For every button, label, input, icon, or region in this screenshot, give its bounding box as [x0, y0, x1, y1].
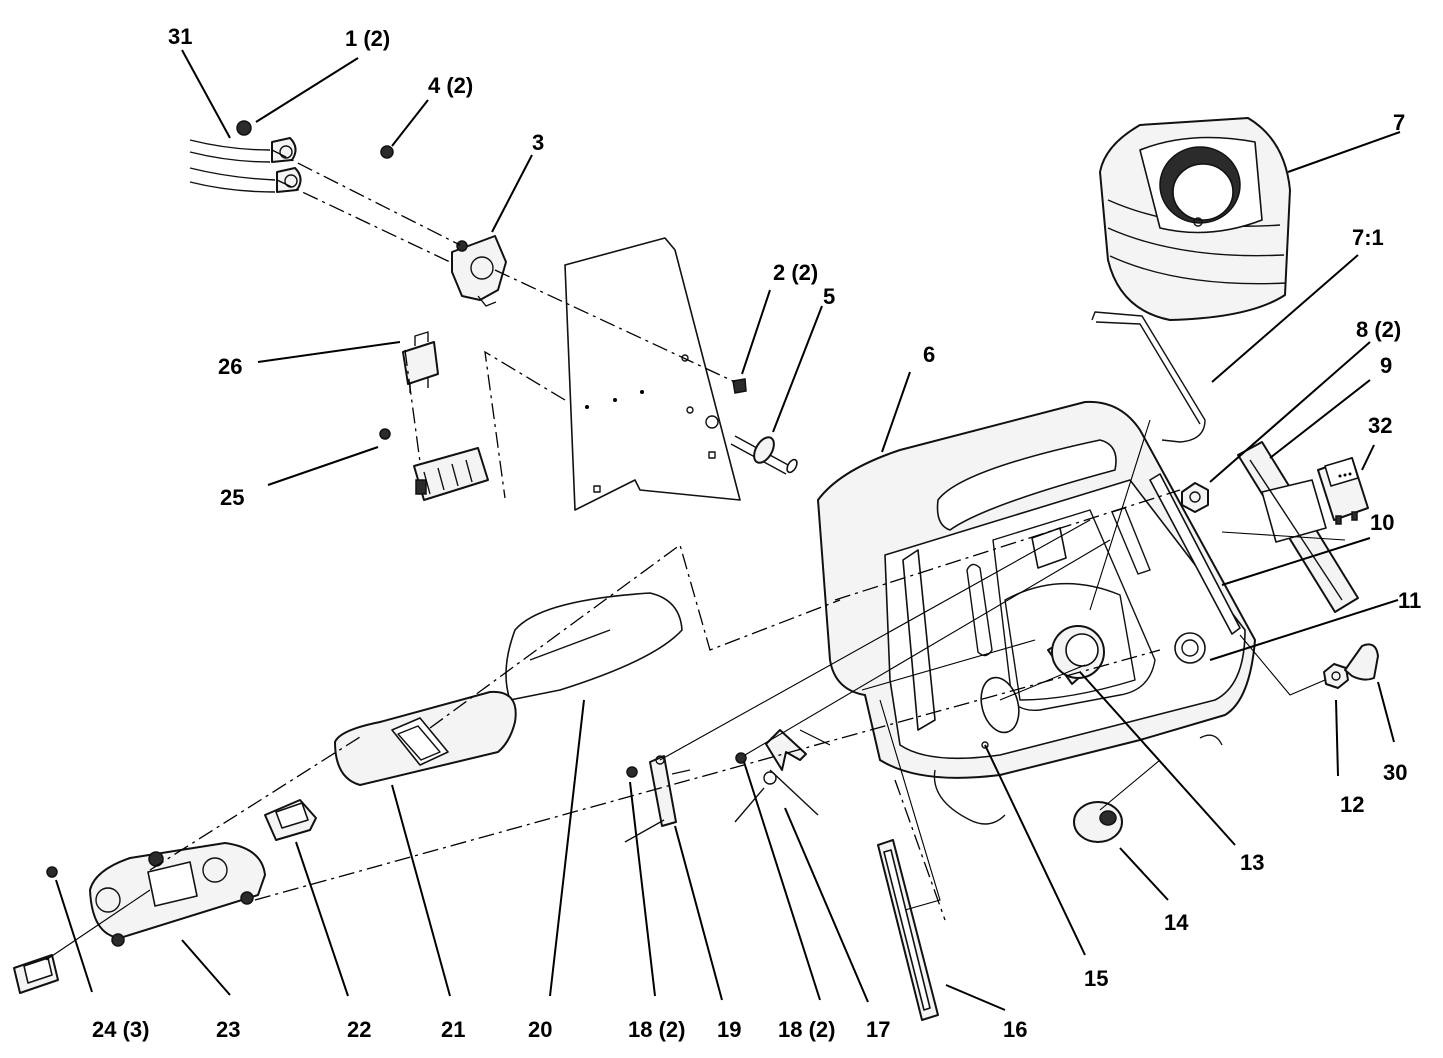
part-19-lever: [624, 755, 691, 843]
part-7-boot: [1099, 117, 1291, 321]
callout-18-left: 18 (2): [628, 1017, 685, 1042]
callout-5: 5: [823, 284, 835, 309]
part-24-screws: [13, 866, 59, 994]
mounting-plate: [564, 237, 741, 511]
part-13-ignition: [1047, 625, 1105, 685]
callout-23: 23: [216, 1017, 240, 1042]
callout-12: 12: [1340, 792, 1364, 817]
part-15-trim: [981, 741, 989, 749]
assembly-lines: [45, 149, 1346, 961]
part-31-cables: [189, 137, 302, 193]
part-16-lens: [877, 839, 939, 1021]
part-21-panel: [334, 690, 517, 786]
callout-31: 31: [168, 24, 192, 49]
part-22-indicator: [264, 799, 317, 841]
part-25-bracket: [379, 428, 489, 501]
part-30-key: [1344, 643, 1379, 681]
part-3-switch: [451, 235, 507, 307]
part-9-trim: [1237, 441, 1359, 613]
callout-11: 11: [1398, 588, 1421, 613]
callout-25: 25: [220, 485, 244, 510]
callout-18-right: 18 (2): [778, 1017, 835, 1042]
callout-14: 14: [1164, 910, 1189, 935]
callout-8: 8 (2): [1356, 317, 1401, 342]
callout-labels: 31 1 (2) 4 (2) 3 2 (2) 5 26 25 6 7 7:1 8…: [92, 24, 1421, 1042]
part-20-cover: [505, 592, 683, 701]
part-8-nut: [1181, 482, 1209, 513]
callout-7-1: 7:1: [1352, 225, 1384, 250]
callout-30: 30: [1383, 760, 1407, 785]
part-2-bolt: [732, 378, 747, 394]
part-14-knob: [1073, 801, 1123, 843]
leader-lines: [55, 49, 1401, 1011]
callout-15: 15: [1084, 966, 1108, 991]
callout-7: 7: [1393, 110, 1405, 135]
part-23-gauge-cluster: [89, 842, 266, 947]
callout-1: 1 (2): [345, 26, 390, 51]
callout-6: 6: [923, 342, 935, 367]
part-1-nut: [236, 120, 252, 136]
part-12-nut: [1323, 663, 1349, 689]
callout-4: 4 (2): [428, 73, 473, 98]
callout-2: 2 (2): [773, 260, 818, 285]
callout-24: 24 (3): [92, 1017, 149, 1042]
part-26-relay: [402, 331, 439, 393]
part-7-1-rod: [1091, 311, 1206, 443]
callout-26: 26: [218, 354, 242, 379]
callout-22: 22: [347, 1017, 371, 1042]
part-6-console: [817, 400, 1256, 825]
callout-20: 20: [528, 1017, 552, 1042]
callout-3: 3: [532, 130, 544, 155]
callout-32: 32: [1368, 413, 1392, 438]
callout-17: 17: [866, 1017, 890, 1042]
part-32-switch: [1317, 457, 1369, 525]
callout-9: 9: [1380, 353, 1392, 378]
part-5-pin: [730, 435, 798, 475]
callout-13: 13: [1240, 850, 1264, 875]
part-4-nut: [380, 145, 394, 159]
callout-19: 19: [717, 1017, 741, 1042]
callout-10: 10: [1370, 510, 1394, 535]
callout-16: 16: [1003, 1017, 1027, 1042]
part-17-linkage: [734, 729, 819, 823]
callout-21: 21: [441, 1017, 465, 1042]
